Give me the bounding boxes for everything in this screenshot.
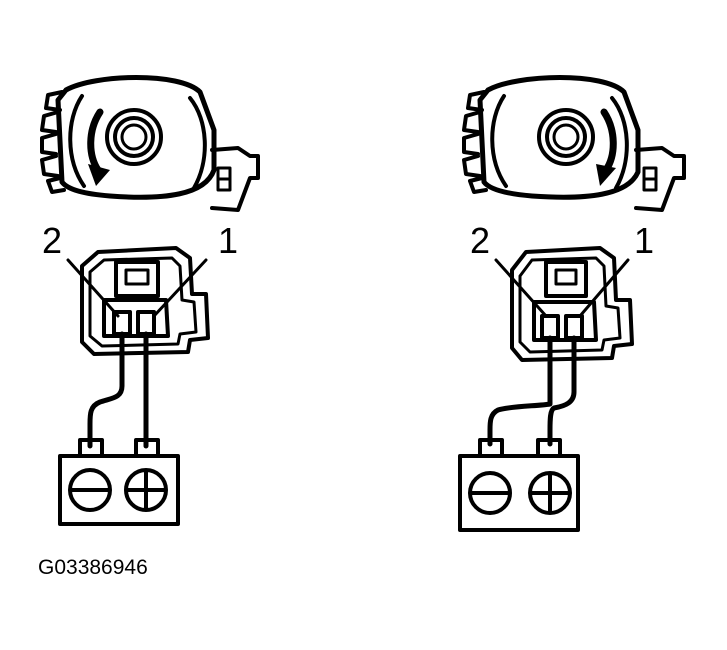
figure-code: G03386946 bbox=[38, 556, 148, 579]
right-motor-inner-arc-right bbox=[610, 96, 629, 190]
right-connector-inner bbox=[518, 256, 622, 354]
right-battery-body bbox=[458, 454, 580, 532]
left-connector-outer bbox=[80, 246, 210, 356]
right-connector-cavity bbox=[532, 300, 598, 342]
right-terminal-1 bbox=[564, 314, 584, 340]
left-motor-shaft-mid bbox=[113, 116, 155, 158]
right-motor-shaft-inner bbox=[552, 123, 580, 151]
left-connector-latch-slot bbox=[124, 268, 150, 286]
right-arrow-head bbox=[596, 164, 616, 186]
left-battery-body bbox=[58, 454, 180, 526]
left-connector-inner bbox=[88, 256, 198, 348]
left-pin2-leader bbox=[66, 258, 120, 318]
left-motor-gear-teeth bbox=[40, 90, 66, 194]
left-motor bbox=[40, 75, 260, 212]
left-wire-negative bbox=[87, 331, 125, 449]
left-terminal-1 bbox=[136, 310, 156, 336]
right-motor bbox=[462, 75, 686, 212]
right-motor-gear-teeth bbox=[462, 90, 488, 194]
right-connector-outer bbox=[510, 246, 634, 362]
left-motor-connector bbox=[210, 146, 260, 212]
left-motor-inner-arc-right bbox=[188, 96, 207, 190]
right-motor-inner-arc-left bbox=[490, 94, 508, 188]
left-connector-cavity bbox=[102, 298, 170, 338]
left-motor-shaft-outer bbox=[105, 108, 163, 166]
counterclockwise-arrow-icon bbox=[87, 108, 104, 174]
left-diagram: 2 1 bbox=[40, 75, 260, 526]
left-connector-latch bbox=[114, 260, 160, 298]
left-pin1-label: 1 bbox=[218, 220, 238, 261]
right-wire-positive bbox=[547, 335, 577, 447]
left-battery bbox=[58, 438, 180, 526]
left-arrow-head bbox=[88, 164, 110, 186]
left-motor-inner-arc-left bbox=[68, 94, 86, 188]
left-motor-shaft-inner bbox=[120, 123, 148, 151]
left-motor-housing bbox=[55, 75, 217, 200]
left-pin2-label: 2 bbox=[42, 220, 62, 261]
right-battery bbox=[458, 438, 580, 532]
right-pin2-label: 2 bbox=[470, 220, 490, 261]
right-pin1-label: 1 bbox=[634, 220, 654, 261]
right-wire-negative bbox=[487, 335, 553, 447]
clockwise-arrow-icon bbox=[600, 108, 617, 174]
right-diagram: 2 1 bbox=[458, 75, 686, 532]
right-motor-connector bbox=[634, 146, 686, 212]
right-motor-shaft-mid bbox=[545, 116, 587, 158]
right-motor-shaft-outer bbox=[537, 108, 595, 166]
right-connector-latch-slot bbox=[554, 268, 578, 286]
right-connector-latch bbox=[544, 260, 588, 298]
right-terminal-2 bbox=[540, 314, 560, 340]
right-motor-housing bbox=[477, 75, 641, 200]
